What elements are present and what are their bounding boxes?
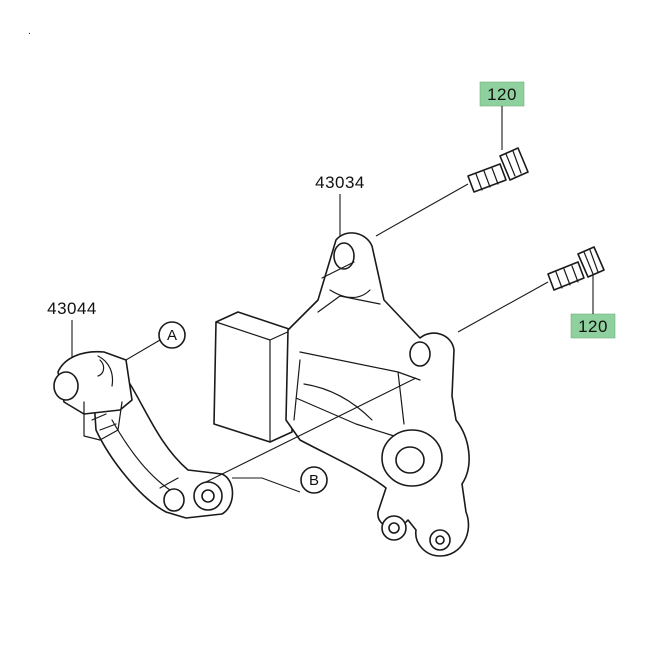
bracket-small-part-label: 43044 [47, 299, 97, 318]
bolt-bottom-head-flats [583, 249, 599, 275]
bolt-top-label: 120 [487, 85, 517, 104]
bracket-lower-boss-hole [388, 522, 400, 534]
bolt-bottom-axis [457, 281, 549, 333]
bolt-top-highlight [479, 81, 525, 107]
reference-a[interactable]: A [125, 321, 186, 361]
reference-a-label: A [167, 327, 177, 344]
reference-b-leader [232, 477, 301, 493]
bracket-large-boss-bore [395, 446, 425, 474]
bolt-top-callout[interactable]: 120 [479, 81, 525, 150]
reference-b-label: B [309, 472, 319, 489]
bracket-callout[interactable]: 43034 [315, 173, 365, 236]
bracket-bottom-lug-hole [435, 535, 445, 545]
bolt-bottom-highlight [570, 313, 616, 339]
corner-mark: . [28, 26, 31, 37]
bracket-back-block [213, 311, 293, 443]
small-bracket-head-face [53, 371, 79, 401]
reference-a-circle [158, 321, 186, 349]
reference-b[interactable]: B [232, 466, 328, 494]
bolt-bottom[interactable] [457, 246, 605, 333]
bracket-right-hole [409, 341, 431, 367]
bracket-body [285, 232, 470, 557]
bracket-ribs [293, 295, 421, 437]
bracket-top-ear-detail [321, 261, 371, 299]
small-bracket-head [57, 350, 133, 415]
bracket-part-label: 43034 [315, 173, 365, 192]
bolt-top-axis [375, 183, 469, 237]
bracket-small-callout[interactable]: 43044 [47, 299, 97, 360]
bracket-rib-curve [303, 383, 373, 421]
small-bracket-arm [93, 383, 234, 519]
small-bracket[interactable] [53, 350, 417, 519]
bracket-top-hole [333, 242, 355, 270]
bolt-top-thread [475, 167, 499, 191]
reference-a-leader [125, 339, 161, 361]
small-bracket-side-hole [163, 488, 185, 512]
bolt-top[interactable] [375, 147, 529, 237]
bolt-bottom-callout[interactable]: 120 [570, 272, 616, 339]
bolt-bottom-thread [555, 265, 579, 289]
small-bracket-eye-hole [201, 489, 215, 503]
small-bracket-axis [205, 377, 417, 483]
bolt-top-head-flats [505, 150, 522, 177]
bolt-bottom-label: 120 [578, 317, 608, 336]
small-bracket-head-clip [97, 359, 105, 377]
small-bracket-head-detail [83, 355, 123, 441]
reference-b-circle [300, 466, 328, 494]
caliper-bracket[interactable] [213, 232, 470, 557]
